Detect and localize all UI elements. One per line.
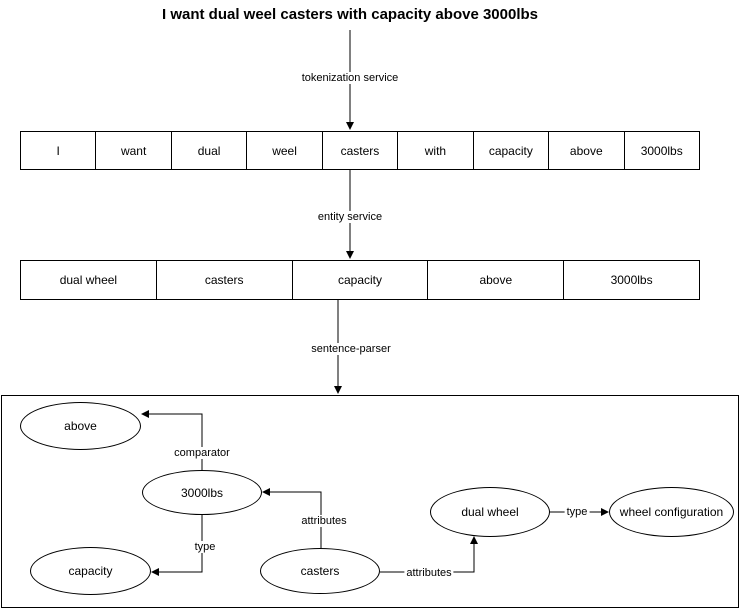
parse-graph-container bbox=[1, 395, 739, 608]
node-above: above bbox=[20, 402, 141, 450]
sentence-parser-label: sentence-parser bbox=[309, 343, 393, 355]
entity-service-label: entity service bbox=[315, 211, 385, 223]
token-cell: weel bbox=[247, 132, 323, 169]
node-casters: casters bbox=[260, 548, 380, 594]
edge-label-type-wheel: type bbox=[564, 506, 590, 518]
token-cell: with bbox=[398, 132, 474, 169]
token-cell: want bbox=[96, 132, 172, 169]
token-cell: casters bbox=[323, 132, 399, 169]
entity-cell: above bbox=[428, 261, 565, 299]
entity-cell: casters bbox=[157, 261, 293, 299]
token-cell: above bbox=[549, 132, 625, 169]
entity-cell: dual wheel bbox=[21, 261, 157, 299]
edge-type-capacity bbox=[151, 515, 203, 576]
node-wheel-configuration: wheel configuration bbox=[609, 487, 734, 537]
token-cell: capacity bbox=[474, 132, 550, 169]
edge-label-attributes-dual: attributes bbox=[404, 567, 454, 579]
edge-label-attributes-lbs: attributes bbox=[299, 515, 349, 527]
token-cell: dual bbox=[172, 132, 248, 169]
diagram-title: I want dual weel casters with capacity a… bbox=[162, 6, 538, 23]
edge-label-type-capacity: type bbox=[192, 541, 218, 553]
edge-attributes-lbs bbox=[262, 488, 322, 548]
tokenization-service-label: tokenization service bbox=[299, 72, 401, 84]
entity-row: dual wheel casters capacity above 3000lb… bbox=[20, 260, 700, 300]
token-row: I want dual weel casters with capacity a… bbox=[20, 131, 700, 170]
node-dual-wheel: dual wheel bbox=[430, 487, 550, 537]
token-cell: 3000lbs bbox=[640, 143, 683, 158]
token-cell: I bbox=[21, 132, 97, 169]
entity-cell: 3000lbs bbox=[610, 273, 653, 287]
node-3000lbs: 3000lbs bbox=[142, 470, 262, 515]
node-capacity: capacity bbox=[30, 547, 151, 595]
edge-label-comparator: comparator bbox=[172, 447, 232, 459]
entity-cell: capacity bbox=[293, 261, 429, 299]
